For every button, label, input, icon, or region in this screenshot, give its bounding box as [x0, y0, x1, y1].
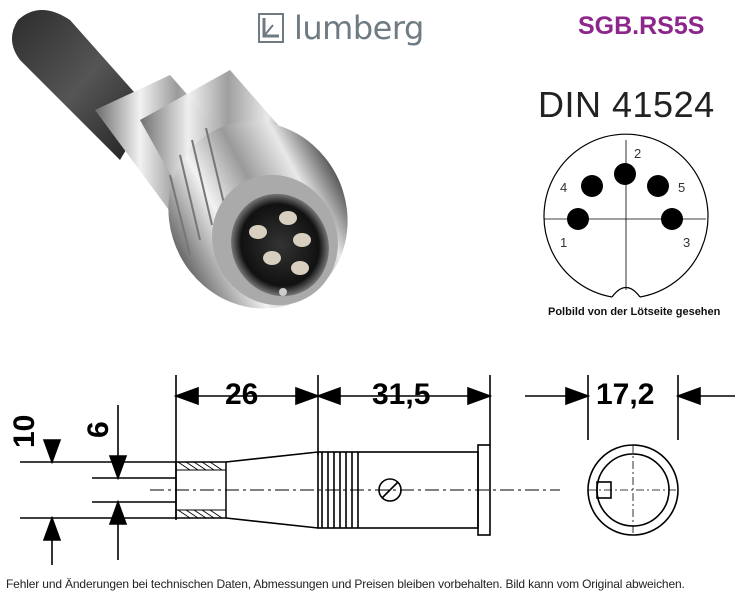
pin-label-5: 5 [678, 180, 685, 195]
cable-hatch [177, 461, 223, 519]
lumberg-logo-icon [258, 13, 284, 43]
pin-label-1: 1 [560, 235, 567, 250]
pin-5 [647, 175, 669, 197]
pin-label-3: 3 [683, 235, 690, 250]
dimension-10: 10 [8, 414, 41, 448]
side-view-drawing [20, 375, 560, 536]
pin-3 [661, 208, 683, 230]
disclaimer-footer: Fehler und Änderungen bei technischen Da… [6, 577, 685, 591]
brand-name: lumberg [294, 9, 424, 47]
pin-diagram-caption: Polbild von der Lötseite gesehen [548, 306, 721, 318]
dimension-17-2: 17,2 [596, 378, 655, 411]
brand-logo: lumberg [258, 12, 424, 44]
pin-2 [614, 163, 636, 185]
pin-4 [581, 175, 603, 197]
dimension-26: 26 [225, 378, 259, 411]
dimension-31-5: 31,5 [372, 378, 431, 411]
pin-1 [567, 208, 589, 230]
product-code: SGB.RS5S [578, 12, 705, 40]
pin-dots [567, 163, 683, 230]
pin-label-4: 4 [560, 180, 567, 195]
standard-title: DIN 41524 [538, 84, 715, 125]
front-view-drawing [587, 375, 679, 536]
pin-label-2: 2 [634, 146, 641, 161]
connector-face [212, 174, 338, 306]
dimension-6: 6 [82, 421, 115, 438]
dimension-arrows [42, 386, 735, 565]
